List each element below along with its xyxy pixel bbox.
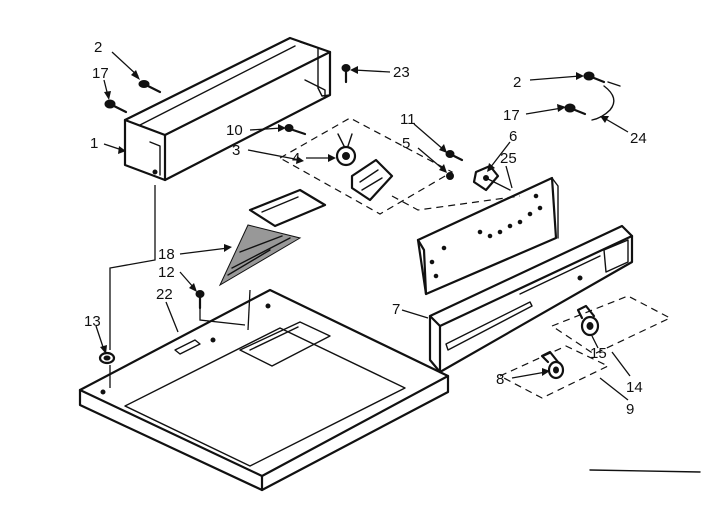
selector-switch bbox=[472, 164, 511, 192]
console-housing bbox=[123, 36, 332, 182]
dashed-box-14 bbox=[550, 295, 672, 355]
screw-23 bbox=[341, 64, 351, 84]
callout-9: 9 bbox=[626, 401, 634, 418]
callout-7: 7 bbox=[392, 301, 400, 318]
screw-2-right bbox=[583, 71, 606, 84]
callout-6: 6 bbox=[509, 128, 517, 145]
motor-switch-assembly bbox=[335, 133, 454, 202]
callout-17-right: 17 bbox=[503, 107, 520, 124]
insulation-pad bbox=[218, 188, 327, 287]
assembly-lines-left bbox=[109, 185, 251, 388]
wire-clip-24 bbox=[591, 81, 621, 121]
callout-10: 10 bbox=[226, 122, 243, 139]
screw-17-left bbox=[104, 99, 128, 114]
control-panel bbox=[428, 224, 634, 374]
dashed-box-9 bbox=[498, 345, 610, 399]
dashed-bounding-box bbox=[278, 117, 454, 215]
knob-15 bbox=[576, 304, 600, 337]
callout-1: 1 bbox=[90, 135, 98, 152]
callout-11: 11 bbox=[400, 111, 416, 128]
callout-12: 12 bbox=[158, 264, 175, 281]
screw-2-left bbox=[138, 80, 162, 94]
callout-24: 24 bbox=[630, 130, 647, 147]
screw-10 bbox=[284, 124, 307, 136]
top-frame bbox=[78, 288, 450, 492]
callout-17-left: 17 bbox=[92, 65, 109, 82]
callout-23: 23 bbox=[393, 64, 410, 81]
callout-4: 4 bbox=[292, 150, 300, 167]
callout-25: 25 bbox=[500, 150, 517, 167]
screw-11 bbox=[445, 150, 464, 162]
screw-12 bbox=[195, 290, 205, 310]
callout-18: 18 bbox=[158, 246, 175, 263]
callout-15: 15 bbox=[590, 345, 607, 362]
callout-2-right: 2 bbox=[513, 74, 521, 91]
callout-5: 5 bbox=[402, 135, 410, 152]
control-mounting-plate bbox=[416, 176, 559, 296]
callout-labels: 2 17 1 23 10 3 4 5 11 6 25 2 17 24 18 12… bbox=[84, 39, 647, 418]
callout-13: 13 bbox=[84, 313, 101, 330]
callout-2-left: 2 bbox=[94, 39, 102, 56]
baseline-mark bbox=[589, 469, 701, 473]
leader-lines bbox=[95, 51, 631, 401]
callout-22: 22 bbox=[156, 286, 173, 303]
callout-14: 14 bbox=[626, 379, 643, 396]
screw-17-right bbox=[564, 103, 587, 116]
knob-8 bbox=[540, 350, 565, 380]
clip-13 bbox=[98, 351, 116, 365]
dashed-connector bbox=[391, 195, 521, 211]
callout-8: 8 bbox=[496, 371, 504, 388]
callout-3: 3 bbox=[232, 142, 240, 159]
